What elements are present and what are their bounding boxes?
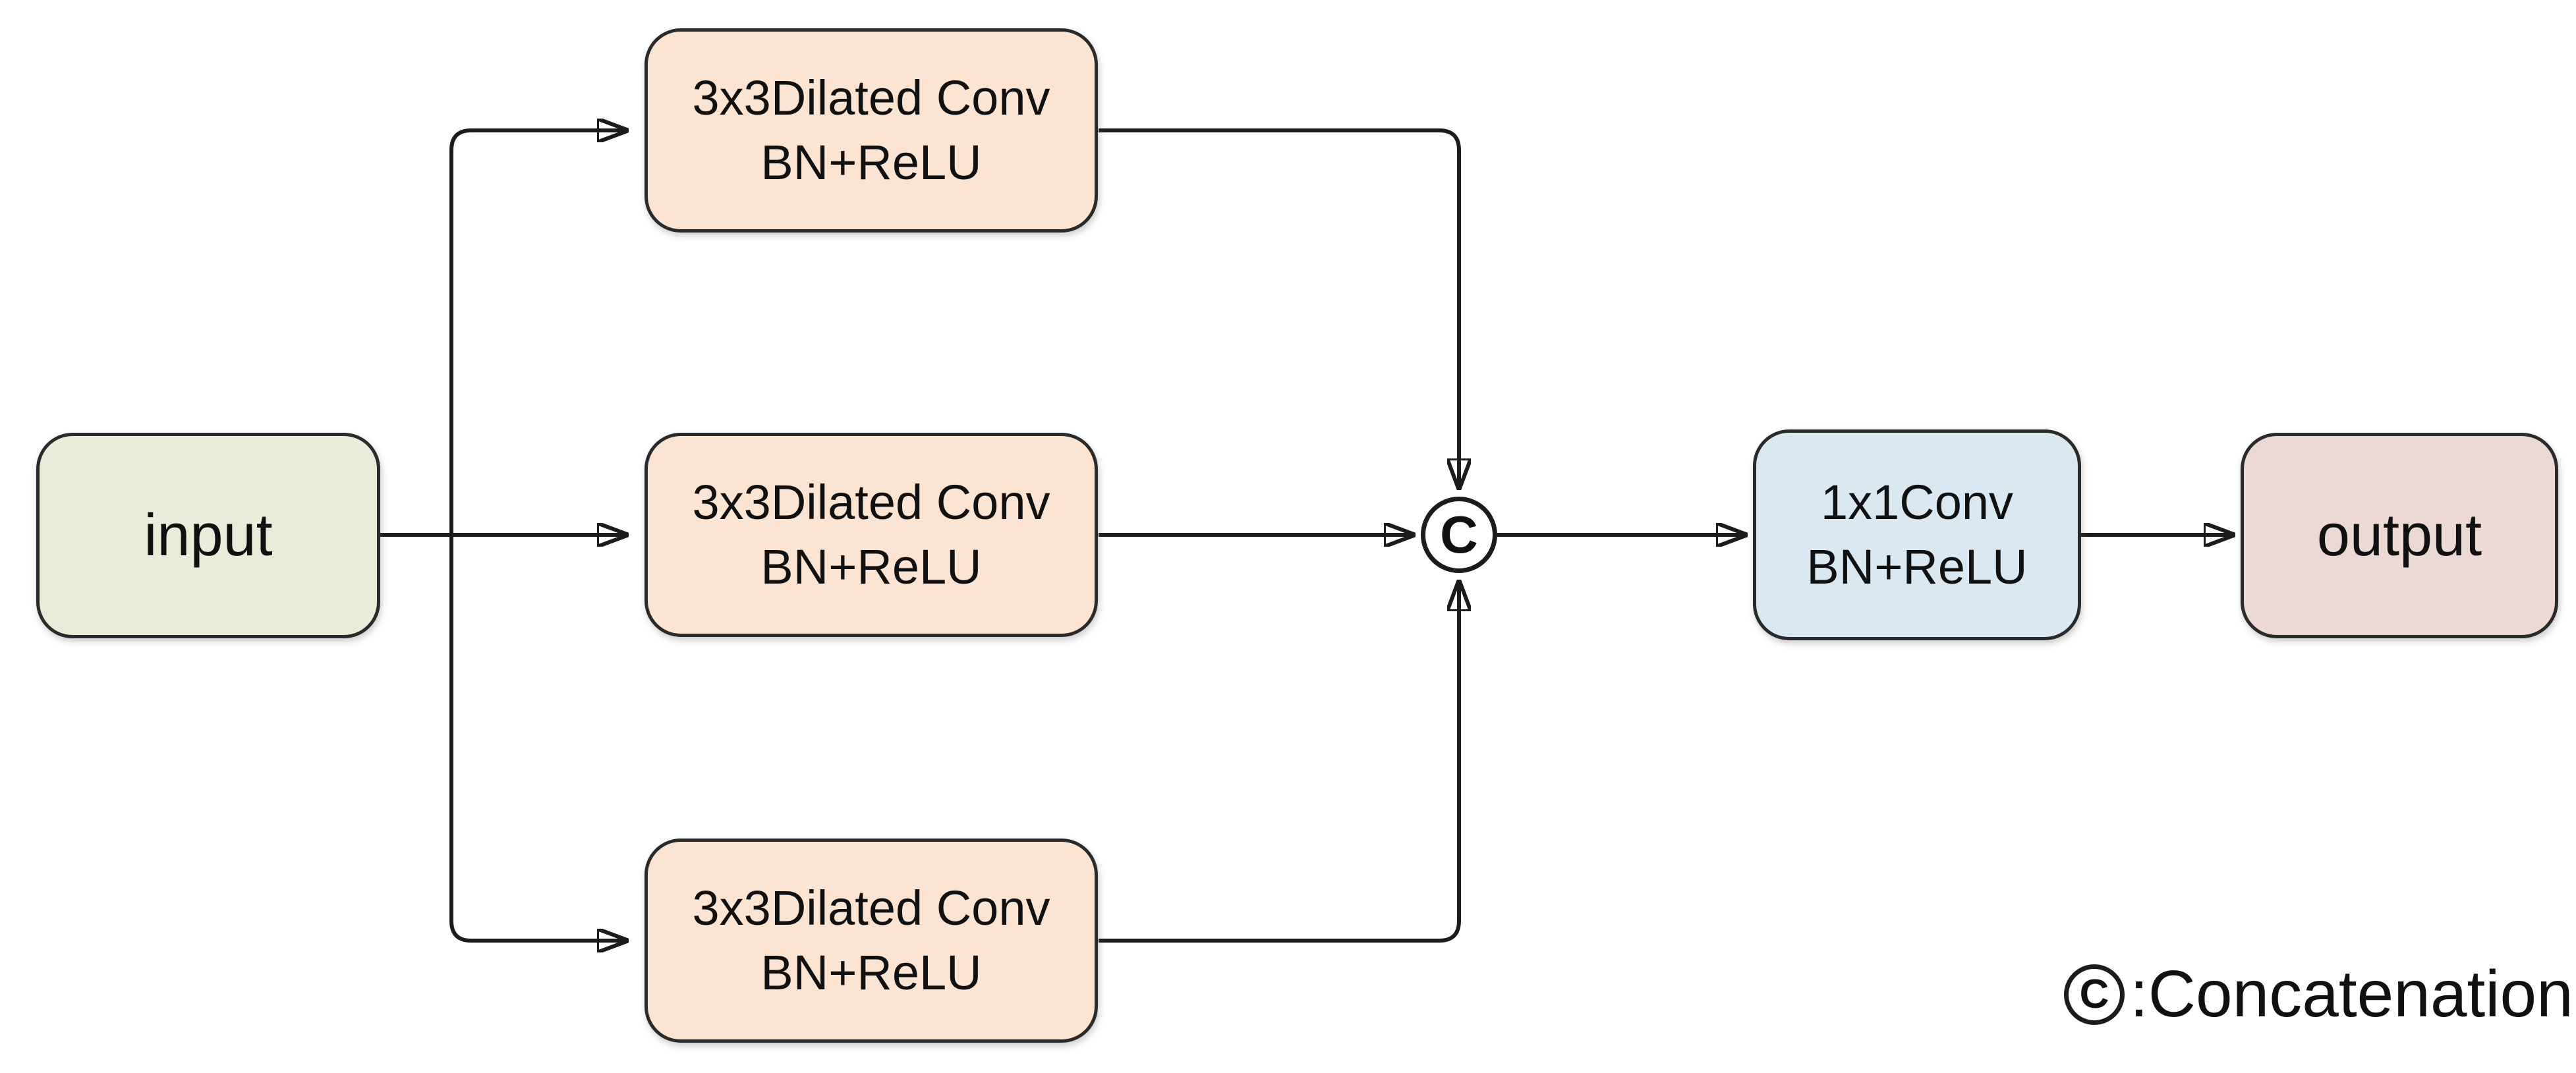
- conv1x1-line1: 1x1Conv: [1820, 475, 2014, 530]
- legend-text: :Concatenation: [2130, 957, 2573, 1031]
- dilated-conv-middle-line2: BN+ReLU: [760, 539, 982, 594]
- connector-top-conv-to-concat: [1099, 128, 1459, 489]
- input-label: input: [144, 502, 273, 568]
- input-box: input: [36, 433, 380, 638]
- connector-bottom-conv-to-concat: [1099, 581, 1459, 943]
- concatenation-symbol: C: [1440, 505, 1478, 564]
- output-label: output: [2316, 502, 2482, 568]
- legend-concat-icon: C: [2064, 964, 2125, 1025]
- dilated-conv-box-bottom: 3x3Dilated Conv BN+ReLU: [644, 839, 1098, 1043]
- conv1x1-box: 1x1Conv BN+ReLU: [1753, 429, 2081, 640]
- legend-concat-symbol: C: [2079, 972, 2109, 1017]
- dilated-conv-middle-line1: 3x3Dilated Conv: [692, 475, 1050, 530]
- dilated-conv-top-line2: BN+ReLU: [760, 135, 982, 190]
- connector-branch-up-to-top-conv: [449, 130, 627, 535]
- dilated-conv-bottom-line2: BN+ReLU: [760, 945, 982, 1000]
- dilated-conv-bottom-line1: 3x3Dilated Conv: [692, 881, 1050, 936]
- conv1x1-line2: BN+ReLU: [1806, 539, 2028, 594]
- concatenation-node: C: [1421, 497, 1497, 573]
- legend: C :Concatenation: [2064, 956, 2573, 1032]
- dilated-conv-box-middle: 3x3Dilated Conv BN+ReLU: [644, 433, 1098, 637]
- dilated-conv-box-top: 3x3Dilated Conv BN+ReLU: [644, 28, 1098, 233]
- connector-branch-down-to-bottom-conv: [449, 535, 627, 941]
- output-box: output: [2241, 433, 2558, 638]
- dilated-conv-top-line1: 3x3Dilated Conv: [692, 70, 1050, 126]
